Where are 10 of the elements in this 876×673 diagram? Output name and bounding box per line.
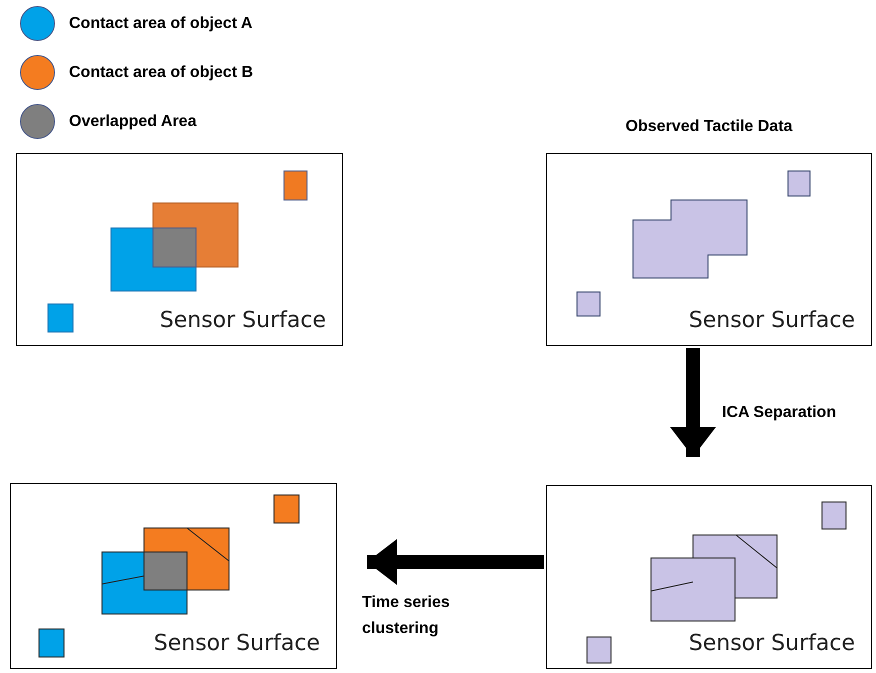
arrow (367, 539, 544, 585)
panel-heading: Observed Tactile Data (624, 117, 794, 137)
panel-label: Sensor Surface (160, 307, 326, 335)
legend-label: Contact area of object A (69, 14, 252, 34)
arrow (670, 348, 716, 457)
panel-label: Sensor Surface (688, 630, 855, 658)
legend-label: Overlapped Area (69, 112, 196, 132)
panel-label: Sensor Surface (688, 307, 855, 335)
panel-label: Sensor Surface (154, 630, 320, 658)
legend-label: Contact area of object B (69, 62, 254, 82)
